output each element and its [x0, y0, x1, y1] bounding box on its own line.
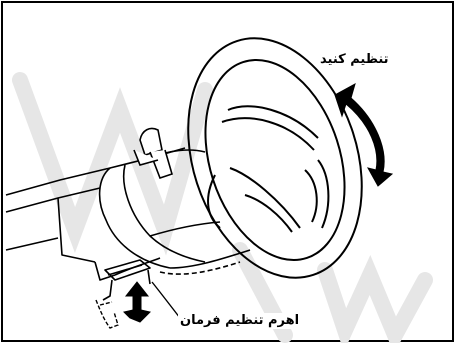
lever-label: اهرم تنظیم فرمان	[178, 313, 301, 329]
adjust-label: تنظیم کنید	[318, 52, 391, 68]
